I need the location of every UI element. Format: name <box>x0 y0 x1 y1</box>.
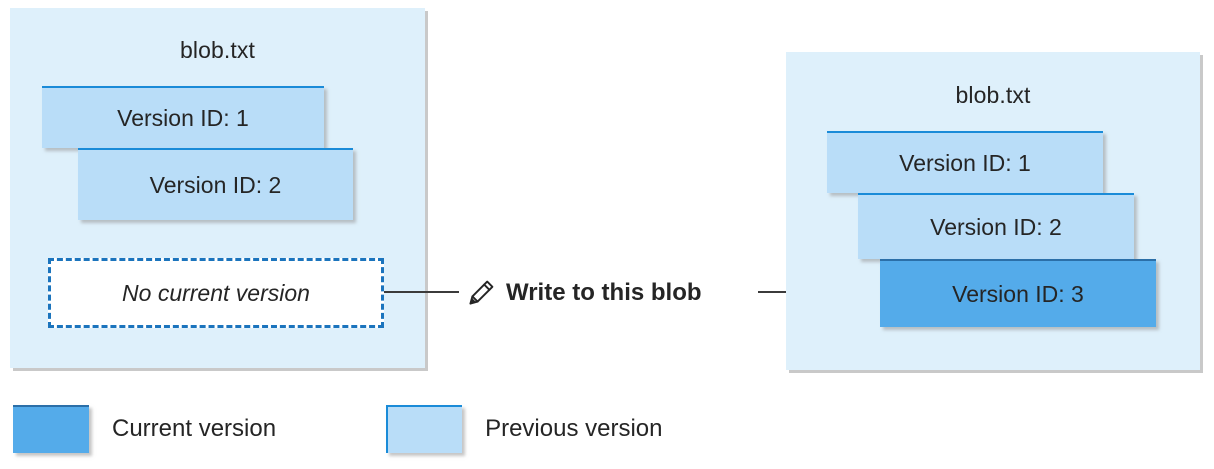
legend-label-previous: Previous version <box>485 415 663 442</box>
version-card-label: Version ID: 2 <box>149 171 282 198</box>
blob-name-before: blob.txt <box>180 37 255 63</box>
legend-swatch-previous <box>386 405 463 453</box>
version-card-before-1: Version ID: 1 <box>42 86 324 148</box>
version-card-after-2: Version ID: 2 <box>858 193 1134 259</box>
version-card-after-3-current: Version ID: 3 <box>880 259 1156 327</box>
version-card-after-1: Version ID: 1 <box>827 131 1103 193</box>
write-action-label: Write to this blob <box>506 279 702 306</box>
version-card-label: Version ID: 1 <box>899 149 1031 176</box>
version-card-label: Version ID: 2 <box>930 213 1062 240</box>
legend-label-current: Current version <box>112 415 277 442</box>
legend-swatch-current <box>13 405 89 453</box>
legend-item-current-version: Current version <box>13 405 276 453</box>
no-current-version-box: No current version <box>48 258 384 328</box>
blob-name-after: blob.txt <box>955 82 1031 108</box>
version-card-label: Version ID: 1 <box>117 104 249 131</box>
version-card-before-2: Version ID: 2 <box>78 148 353 220</box>
version-card-label: Version ID: 3 <box>952 280 1084 307</box>
no-current-version-label: No current version <box>122 279 310 306</box>
legend-item-previous-version: Previous version <box>386 405 662 453</box>
connector-line-left <box>384 291 459 293</box>
legend: Current version Previous version <box>13 404 662 454</box>
pencil-icon <box>466 278 496 308</box>
write-action-label-group: Write to this blob <box>466 272 702 314</box>
